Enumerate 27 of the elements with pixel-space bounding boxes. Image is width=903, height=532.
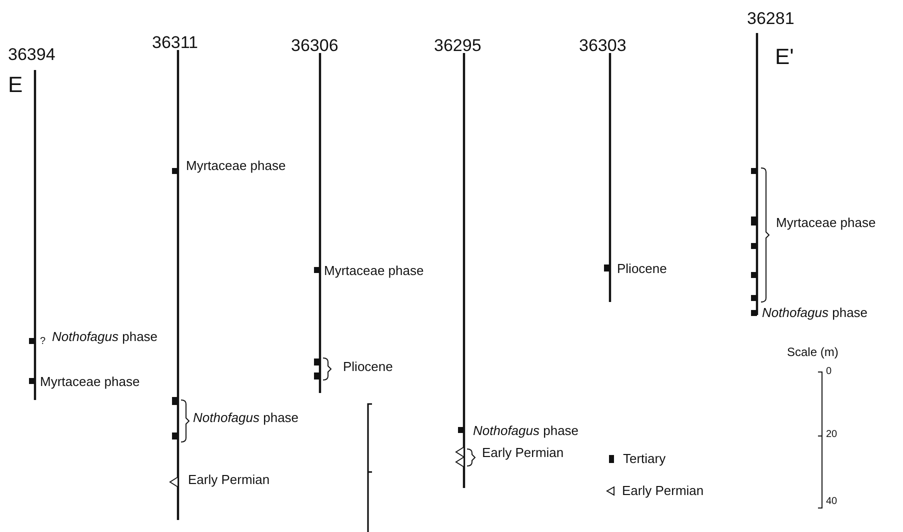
borehole-number: 36306	[291, 37, 338, 54]
age-label: Pliocene	[617, 262, 667, 275]
legend-label: Early Permian	[622, 484, 704, 497]
query-mark: ?	[40, 337, 46, 347]
scale-title: Scale (m)	[787, 346, 838, 358]
phase-label: Myrtaceae phase	[776, 216, 876, 229]
borehole-number: 36311	[152, 34, 198, 51]
legend-label: Tertiary	[623, 452, 666, 465]
borehole-number: 36303	[579, 37, 626, 54]
scale-tick-label: 40	[826, 497, 838, 507]
section-label: E'	[775, 46, 794, 68]
borehole-number: 36295	[434, 37, 482, 54]
phase-label: Nothofagus phase	[52, 330, 158, 343]
section-label: E	[8, 74, 23, 96]
borehole-number: 36281	[747, 10, 794, 27]
age-label: Early Permian	[188, 473, 270, 486]
scale-tick-label: 20	[826, 430, 838, 440]
age-label: Early Permian	[482, 446, 564, 459]
scale-tick-label: 0	[826, 367, 832, 377]
phase-label: Nothofagus phase	[762, 306, 868, 319]
phase-label: Myrtaceae phase	[186, 159, 286, 172]
phase-label: Nothofagus phase	[473, 424, 579, 437]
phase-label: Myrtaceae phase	[40, 375, 140, 388]
phase-label: Nothofagus phase	[193, 411, 299, 424]
borehole-number: 36394	[8, 46, 56, 63]
phase-label: Myrtaceae phase	[324, 264, 424, 277]
age-label: Pliocene	[343, 360, 393, 373]
